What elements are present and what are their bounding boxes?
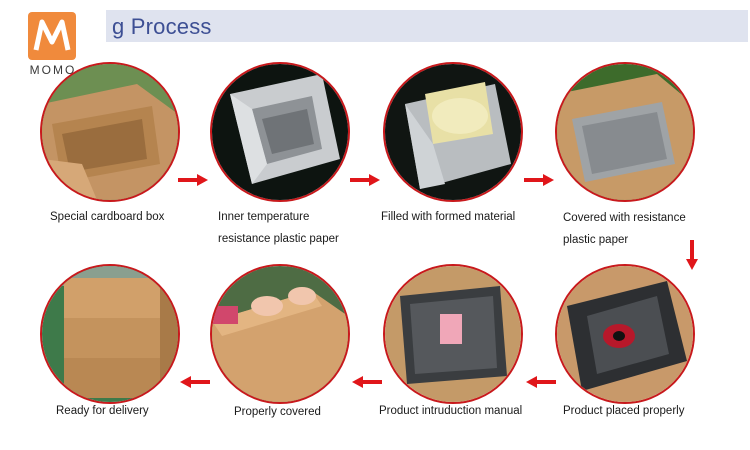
step-caption-line: resistance plastic paper <box>218 233 339 245</box>
step-caption-line: Covered with resistance <box>563 212 686 224</box>
step-photo-formed-material <box>383 62 523 202</box>
step-caption-line: Inner temperature <box>218 211 310 223</box>
step-caption: Ready for delivery <box>56 405 149 417</box>
step-caption: Inner temperature resistance plastic pap… <box>218 206 339 250</box>
arrow-left-icon <box>352 376 382 388</box>
step-photo-inner-plastic-paper <box>210 62 350 202</box>
step-photo-properly-covered <box>210 264 350 404</box>
step-caption: Properly covered <box>234 406 321 418</box>
page-title: g Process <box>112 14 212 39</box>
step-photo-product-placed <box>555 264 695 404</box>
momo-logo-icon <box>28 12 76 60</box>
arrow-right-icon <box>524 174 554 186</box>
step-photo-ready-for-delivery <box>40 264 180 404</box>
step-photo-cardboard-box <box>40 62 180 202</box>
arrow-down-icon <box>686 240 698 270</box>
step-photo-product-manual <box>383 264 523 404</box>
step-caption: Product intruduction manual <box>379 405 523 417</box>
step-caption: Filled with formed material <box>381 211 516 223</box>
step-caption-line: plastic paper <box>563 234 629 246</box>
logo-text: MOMO <box>29 63 77 77</box>
header-bar <box>0 10 748 42</box>
step-caption: Special cardboard box <box>50 211 165 223</box>
step-caption: Product placed properly <box>563 405 685 417</box>
arrow-left-icon <box>526 376 556 388</box>
arrow-left-icon <box>180 376 210 388</box>
arrow-right-icon <box>350 174 380 186</box>
arrow-right-icon <box>178 174 208 186</box>
step-caption: Covered with resistance plastic paper <box>563 207 686 251</box>
step-photo-covered-plastic-paper <box>555 62 695 202</box>
